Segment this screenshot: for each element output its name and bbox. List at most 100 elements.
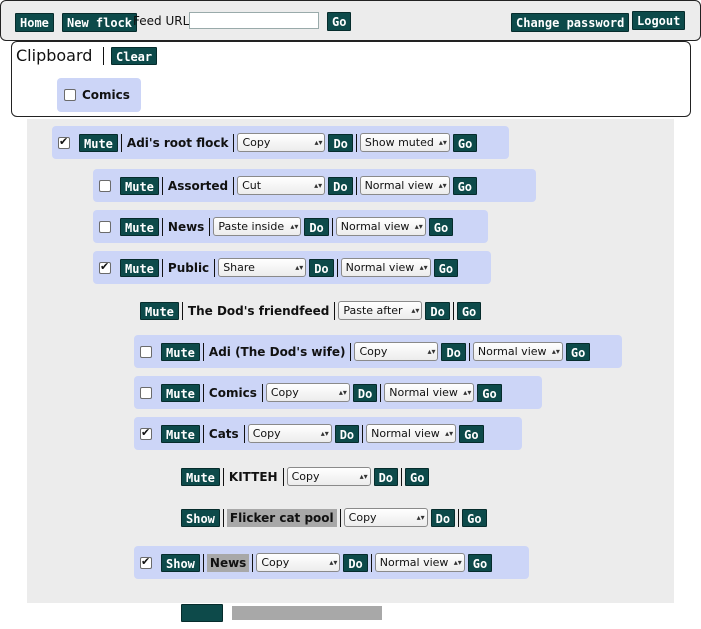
flock-checkbox[interactable] [140, 345, 152, 358]
chevron-updown-icon: ▴▾ [295, 263, 304, 272]
go-button[interactable]: Go [565, 342, 591, 361]
action-select[interactable]: Paste inside▴▾ [213, 217, 302, 236]
mute-button-partial[interactable] [181, 603, 223, 622]
action-select[interactable]: Cut▴▾ [237, 176, 326, 195]
mute-button[interactable]: Mute [140, 301, 179, 320]
go-button[interactable]: Go [433, 258, 459, 277]
go-button[interactable]: Go [477, 383, 502, 402]
go-button[interactable]: Go [467, 553, 493, 572]
feed-url-input[interactable] [189, 12, 319, 29]
separator [334, 301, 336, 320]
separator [222, 508, 224, 527]
mute-button[interactable]: Mute [120, 217, 159, 236]
action-select[interactable]: Paste after▴▾ [338, 301, 423, 320]
feed-go-button[interactable]: Go [327, 12, 352, 31]
view-select[interactable]: Normal view▴▾ [335, 217, 426, 236]
chevron-updown-icon: ▴▾ [411, 306, 420, 315]
action-select-value: Share [223, 261, 255, 274]
do-button[interactable]: Do [373, 467, 399, 486]
clipboard-item-checkbox[interactable] [64, 89, 76, 101]
view-select[interactable]: Normal view▴▾ [366, 424, 457, 443]
mute-button[interactable]: Mute [120, 176, 159, 195]
change-password-button[interactable]: Change password [511, 13, 630, 32]
chevron-updown-icon: ▴▾ [438, 138, 447, 147]
action-select[interactable]: Copy▴▾ [265, 383, 350, 402]
go-button[interactable]: Go [428, 217, 454, 236]
view-select[interactable]: Normal view▴▾ [472, 342, 563, 361]
do-button[interactable]: Do [441, 342, 466, 361]
separator [161, 217, 163, 236]
do-button[interactable]: Do [309, 258, 334, 277]
mute-button[interactable]: Mute [79, 133, 118, 152]
chevron-updown-icon: ▴▾ [453, 558, 462, 567]
clipboard-panel: Clipboard Clear Comics [11, 41, 691, 117]
separator [233, 133, 235, 152]
separator [458, 508, 460, 527]
action-select[interactable]: Copy▴▾ [247, 424, 332, 443]
chevron-updown-icon: ▴▾ [290, 222, 299, 231]
view-select[interactable]: Normal view▴▾ [384, 383, 475, 402]
do-button[interactable]: Do [430, 508, 456, 527]
mute-button[interactable]: Mute [161, 342, 200, 361]
flock-checkbox[interactable] [99, 260, 111, 274]
flock-checkbox[interactable] [140, 386, 152, 399]
flock-name: Adi (The Dod's wife) [208, 344, 346, 359]
action-select[interactable]: Share ▴▾ [218, 258, 307, 277]
view-select-value: Normal view [364, 179, 434, 192]
flock-name: Cats [208, 426, 239, 441]
action-select[interactable]: Copy▴▾ [354, 342, 439, 361]
home-button[interactable]: Home [15, 13, 54, 32]
separator [202, 342, 204, 361]
action-select-value: Copy [359, 345, 388, 358]
separator [233, 176, 235, 195]
view-select[interactable]: Normal view▴▾ [340, 258, 431, 277]
flock-checkbox[interactable] [140, 555, 152, 569]
mute-button[interactable]: Mute [181, 467, 220, 486]
do-button[interactable]: Do [352, 383, 378, 402]
show-button[interactable]: Show [181, 508, 220, 527]
clipboard-title: Clipboard [16, 46, 93, 65]
separator [261, 383, 263, 402]
go-button[interactable]: Go [459, 424, 484, 443]
mute-button[interactable]: Mute [120, 258, 159, 277]
go-button[interactable]: Go [456, 301, 482, 320]
mute-button[interactable]: Mute [161, 383, 200, 402]
show-button[interactable]: Show [161, 553, 200, 572]
do-button[interactable]: Do [334, 424, 360, 443]
go-button[interactable]: Go [405, 467, 430, 486]
separator [120, 133, 122, 152]
do-button[interactable]: Do [328, 176, 353, 195]
go-button[interactable]: Go [462, 508, 487, 527]
flock-checkbox[interactable] [99, 220, 111, 233]
do-button[interactable]: Do [425, 301, 450, 320]
separator [202, 424, 204, 443]
do-button[interactable]: Do [304, 217, 329, 236]
go-button[interactable]: Go [452, 176, 478, 195]
view-select[interactable]: Normal view▴▾ [359, 176, 450, 195]
view-select[interactable]: Show muted▴▾ [359, 133, 450, 152]
do-button[interactable]: Do [343, 553, 368, 572]
action-select[interactable]: Copy▴▾ [256, 553, 341, 572]
flock-checkbox[interactable] [58, 135, 70, 149]
do-button[interactable]: Do [328, 133, 353, 152]
chevron-updown-icon: ▴▾ [419, 263, 428, 272]
flock-checkbox[interactable] [99, 179, 111, 192]
flock-row: Mute Adi (The Dod's wife) Copy▴▾Do Normal v… [134, 335, 622, 368]
mute-button[interactable]: Mute [161, 424, 200, 443]
action-select[interactable]: Copy▴▾ [237, 133, 326, 152]
clear-button[interactable]: Clear [111, 47, 158, 65]
logout-button[interactable]: Logout [632, 11, 686, 30]
go-button[interactable]: Go [452, 133, 478, 152]
action-select[interactable]: Copy▴▾ [343, 508, 428, 527]
action-select-value: Copy [261, 556, 290, 569]
action-select[interactable]: Copy▴▾ [286, 467, 371, 486]
new-flock-button[interactable]: New flock [62, 13, 138, 32]
view-select[interactable]: Normal view▴▾ [374, 553, 465, 572]
flock-checkbox[interactable] [140, 426, 152, 440]
